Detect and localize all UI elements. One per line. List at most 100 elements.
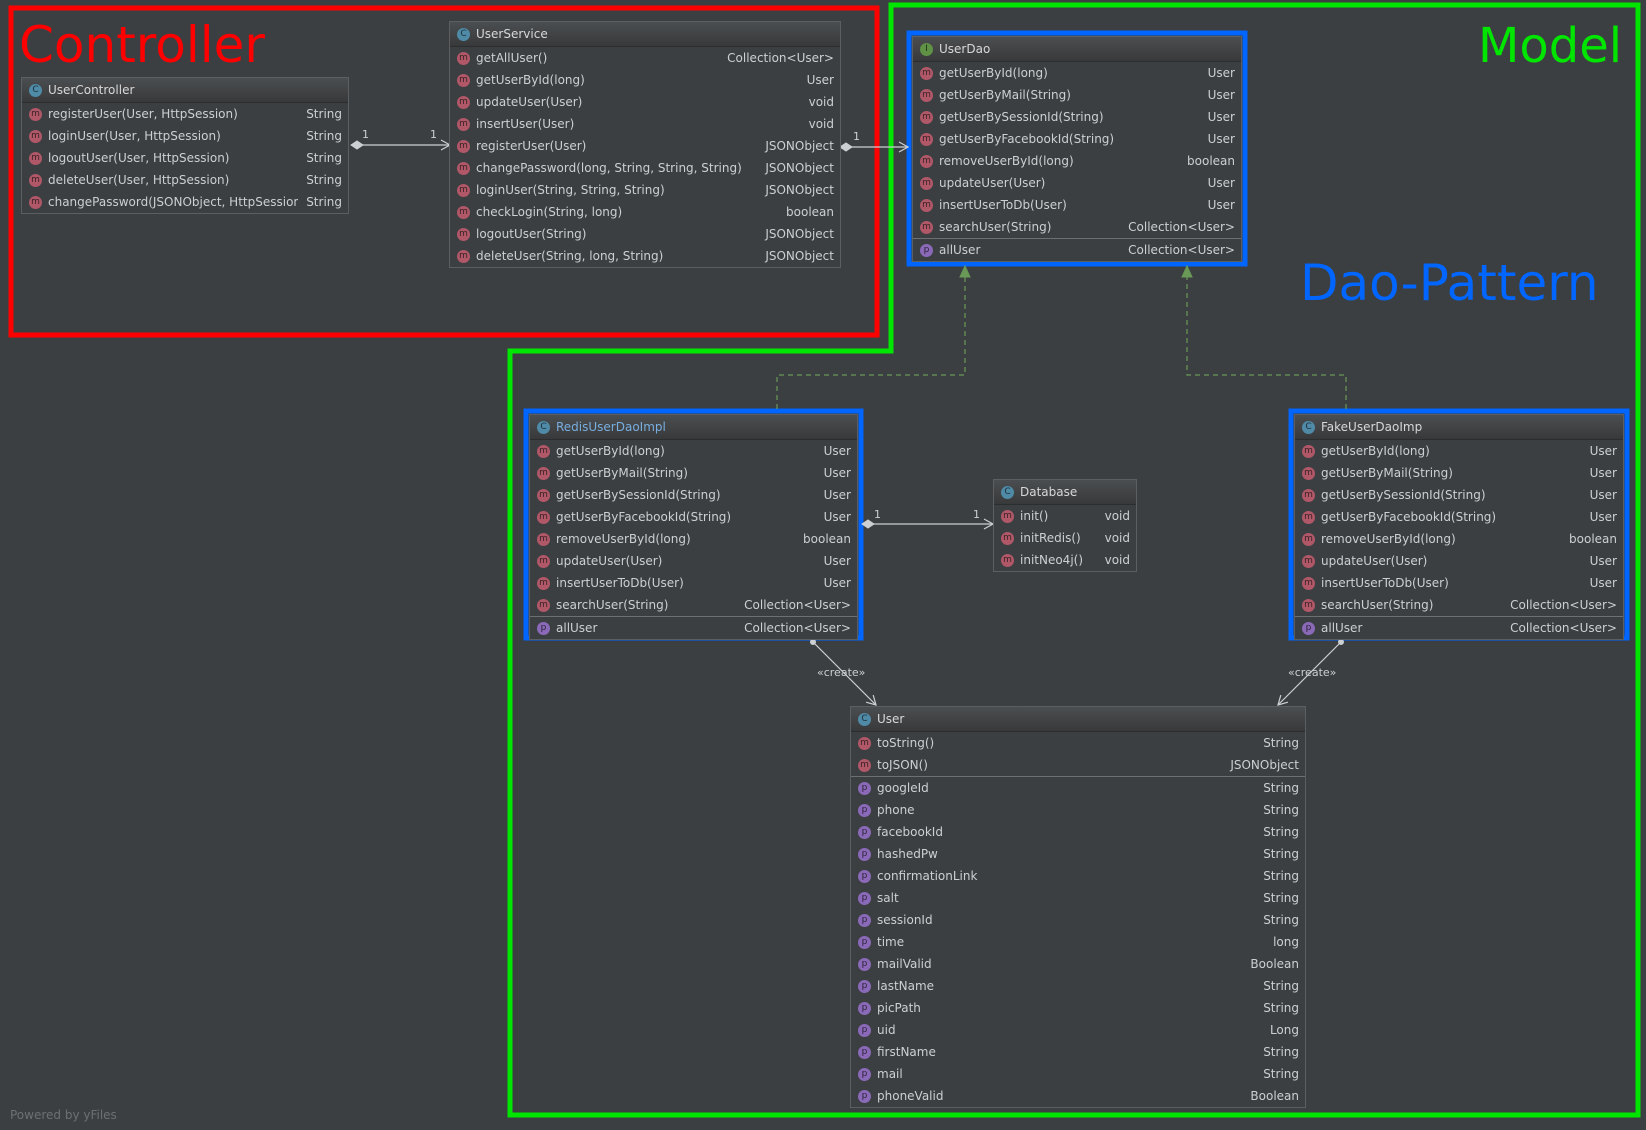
method-icon: m <box>29 151 42 165</box>
method-type: Collection<User> <box>727 51 834 65</box>
method-type: User <box>1589 444 1617 458</box>
method-type: JSONObject <box>765 227 834 241</box>
method-name: checkLogin(String, long) <box>476 205 623 219</box>
method-name: toJSON() <box>877 758 928 772</box>
method-name: getUserById(long) <box>1321 444 1430 458</box>
class-icon: C <box>1302 420 1315 434</box>
method-type: User <box>1207 88 1235 102</box>
method-type: JSONObject <box>765 161 834 175</box>
property-type: String <box>1263 979 1299 993</box>
method-type: String <box>306 195 342 209</box>
method-type: JSONObject <box>765 249 834 263</box>
method-icon: m <box>1302 576 1315 590</box>
property-type: Collection<User> <box>1510 621 1617 635</box>
method-name: init() <box>1020 509 1049 523</box>
property-name: facebookId <box>877 825 943 839</box>
method-name: registerUser(User) <box>476 139 587 153</box>
method-name: getUserById(long) <box>939 66 1048 80</box>
method-icon: m <box>457 161 470 175</box>
yfiles-footer: Powered by yFiles <box>10 1108 117 1122</box>
property-type: String <box>1263 1067 1299 1081</box>
property-type: String <box>1263 825 1299 839</box>
